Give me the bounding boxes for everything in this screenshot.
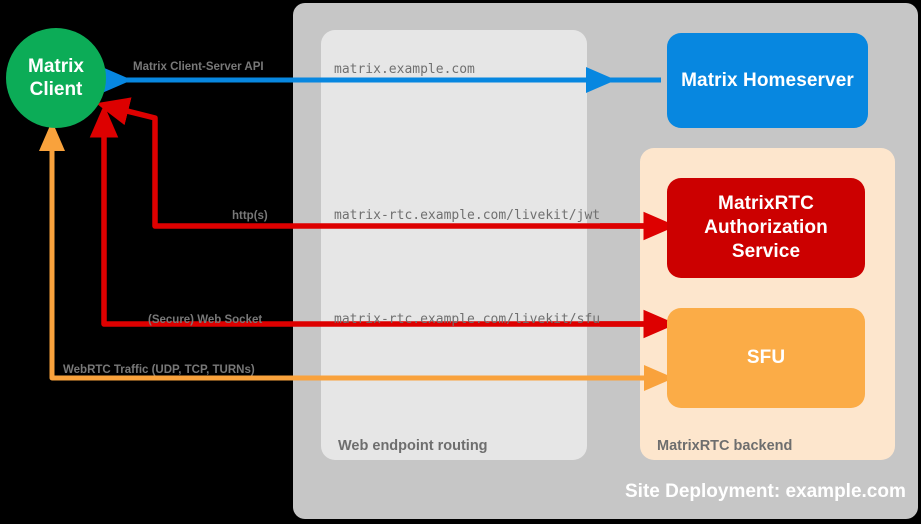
matrix-homeserver-node[interactable]: Matrix Homeserver — [667, 33, 868, 128]
jwt-endpoint-label: matrix-rtc.example.com/livekit/jwt — [334, 208, 601, 223]
matrix-client-node[interactable]: Matrix Client — [6, 28, 106, 128]
client-label-line2: Client — [29, 79, 83, 100]
webrtc-flow-label: WebRTC Traffic (UDP, TCP, TURNs) — [63, 364, 255, 376]
matrixrtc-authorization-service-node[interactable]: MatrixRTC Authorization Service — [667, 178, 865, 278]
https-flow-label: http(s) — [232, 210, 268, 222]
websocket-flow-label: (Secure) Web Socket — [148, 314, 263, 326]
client-server-api-label: Matrix Client-Server API — [133, 61, 264, 73]
auth-label-line2: Authorization — [704, 217, 828, 239]
matrixrtc-backend-caption: MatrixRTC backend — [657, 438, 793, 454]
matrix-homeserver-label: Matrix Homeserver — [681, 69, 854, 91]
homeserver-endpoint-label: matrix.example.com — [334, 62, 475, 77]
sfu-endpoint-label: matrix-rtc.example.com/livekit/sfu — [334, 312, 601, 327]
matrixrtc-authorization-service-label: MatrixRTC Authorization Service — [704, 192, 828, 263]
auth-label-line1: MatrixRTC — [718, 193, 814, 215]
web-endpoint-routing-container — [321, 30, 587, 460]
sfu-label: SFU — [746, 347, 786, 369]
sfu-node[interactable]: SFU — [667, 308, 865, 408]
site-deployment-caption: Site Deployment: example.com — [625, 481, 906, 502]
matrix-client-label: Matrix Client — [28, 55, 84, 101]
web-endpoint-routing-caption: Web endpoint routing — [338, 438, 488, 454]
auth-label-line3: Service — [731, 240, 801, 262]
client-label-line1: Matrix — [28, 55, 84, 77]
